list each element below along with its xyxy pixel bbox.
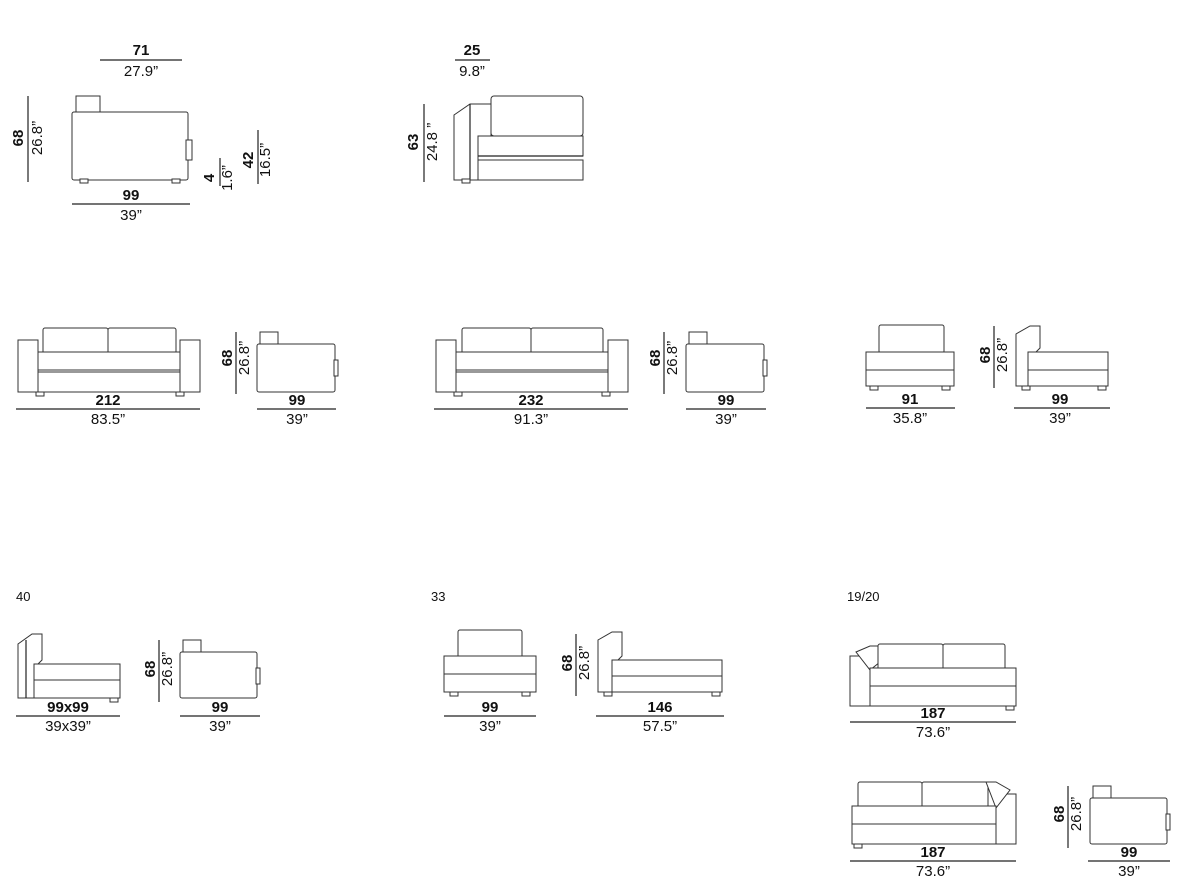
dim-212-h-cm: 68 — [219, 350, 236, 367]
dim-232-h-cm: 68 — [647, 350, 664, 367]
dim-33-cm: 99 — [482, 699, 499, 716]
dim-91-d-cm: 99 — [1052, 391, 1069, 408]
sofa-20-side-drawing — [1089, 785, 1171, 845]
sofa-212-side-drawing — [256, 331, 339, 393]
sofa-20-right-arm-drawing — [851, 781, 1017, 849]
dim-20-h-in: 26.8” — [1068, 797, 1085, 831]
chaise-33-front-drawing — [443, 629, 537, 697]
corner-40-front-drawing — [17, 633, 121, 703]
dim-91-h-cm: 68 — [977, 347, 994, 364]
dim-33-d-cm: 146 — [647, 699, 672, 716]
sofa-212-front-drawing — [17, 327, 201, 397]
dim-arm-in: 9.8” — [459, 63, 485, 80]
sofa-19-left-arm-drawing — [849, 643, 1017, 711]
dim-depth-in: 27.9” — [124, 63, 158, 80]
dim-foot-in: 1.6” — [219, 165, 236, 191]
dim-arm-h-cm: 63 — [405, 134, 422, 151]
dim-232-d-cm: 99 — [718, 392, 735, 409]
dim-91-d-in: 39” — [1049, 410, 1071, 427]
dim-arm-h-in: 24.8 ” — [424, 123, 441, 161]
dim-20-cm: 187 — [920, 844, 945, 861]
dim-20-in: 73.6” — [916, 863, 950, 880]
dim-40-d-cm: 99 — [212, 699, 229, 716]
dim-91-h-in: 26.8” — [994, 338, 1011, 372]
dim-40-cm: 99x99 — [47, 699, 89, 716]
dim-depth-cm: 71 — [133, 42, 150, 59]
dim-seat-in: 16.5” — [257, 143, 274, 177]
dim-33-h-cm: 68 — [559, 655, 576, 672]
corner-40-side-drawing — [179, 639, 261, 699]
dim-212-cm: 212 — [95, 392, 120, 409]
dim-212-d-cm: 99 — [289, 392, 306, 409]
dim-232-in: 91.3” — [514, 411, 548, 428]
dim-212-h-in: 26.8” — [236, 341, 253, 375]
dim-19-cm: 187 — [920, 705, 945, 722]
dim-33-d-in: 57.5” — [643, 718, 677, 735]
dim-20-d-cm: 99 — [1121, 844, 1138, 861]
dim-91-in: 35.8” — [893, 410, 927, 427]
sofa-232-side-drawing — [685, 331, 768, 393]
chaise-33-side-drawing — [597, 631, 723, 697]
dim-20-d-in: 39” — [1118, 863, 1140, 880]
dim-33-in: 39” — [479, 718, 501, 735]
side-profile-drawing — [71, 95, 193, 184]
dim-height-cm: 68 — [10, 130, 27, 147]
dim-40-h-in: 26.8” — [159, 652, 176, 686]
model-code-33: 33 — [431, 589, 445, 604]
armless-91-side-drawing — [1015, 325, 1109, 391]
arm-profile-drawing — [453, 95, 584, 184]
dim-91-cm: 91 — [902, 391, 919, 408]
dim-arm-cm: 25 — [464, 42, 481, 59]
dim-40-d-in: 39” — [209, 718, 231, 735]
dim-33-h-in: 26.8” — [576, 646, 593, 680]
model-code-40: 40 — [16, 589, 30, 604]
dim-232-cm: 232 — [518, 392, 543, 409]
dim-foot-cm: 4 — [201, 173, 218, 182]
dim-20-h-cm: 68 — [1051, 806, 1068, 823]
dim-232-d-in: 39” — [715, 411, 737, 428]
dim-40-h-cm: 68 — [142, 661, 159, 678]
dim-40-in: 39x39” — [45, 718, 91, 735]
dim-height-in: 26.8” — [29, 121, 46, 155]
dim-seat-cm: 42 — [240, 152, 257, 169]
dim-width-cm: 99 — [123, 187, 140, 204]
sofa-232-front-drawing — [435, 327, 629, 397]
dim-width-in: 39” — [120, 207, 142, 224]
dim-19-in: 73.6” — [916, 724, 950, 741]
armless-91-front-drawing — [865, 324, 955, 391]
dim-212-in: 83.5” — [91, 411, 125, 428]
model-code-19-20: 19/20 — [847, 589, 880, 604]
dim-232-h-in: 26.8” — [664, 341, 681, 375]
dim-212-d-in: 39” — [286, 411, 308, 428]
